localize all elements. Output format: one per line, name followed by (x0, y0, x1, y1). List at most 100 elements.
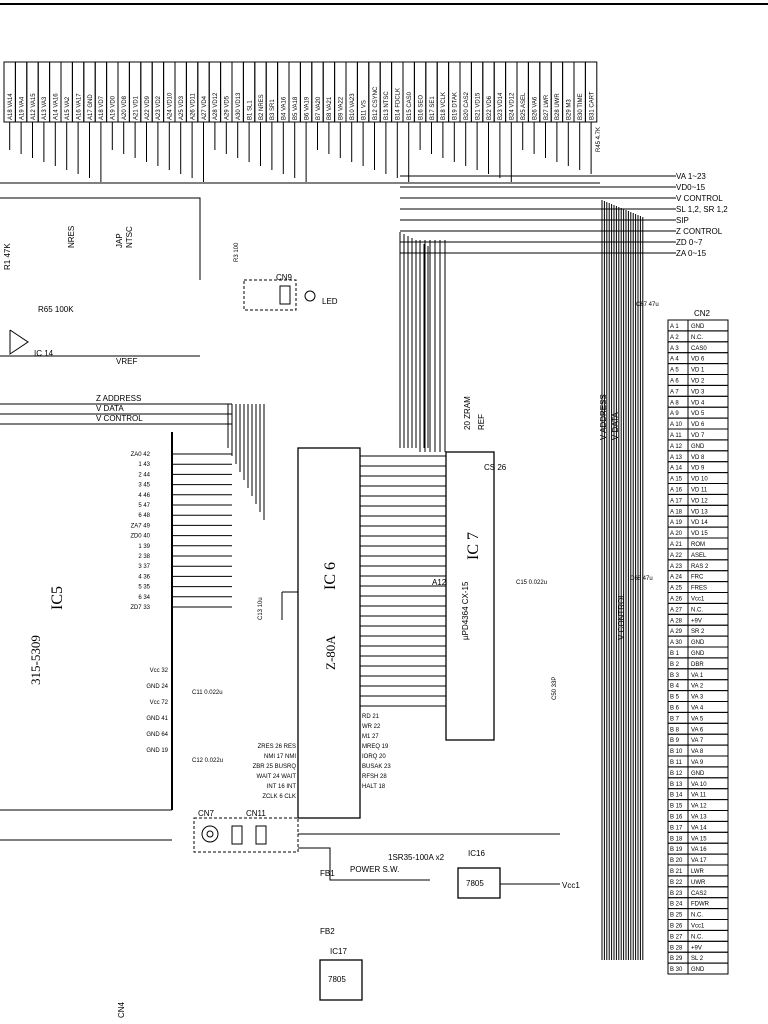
cn2-pin-id: B 21 (670, 869, 683, 875)
top-pin-label: B7 VA20 (316, 96, 322, 120)
top-pin-label: B24 VD12 (510, 92, 516, 120)
cn2-signal: VA 7 (691, 738, 704, 744)
top-pin-label: A18 VA14 (8, 93, 14, 120)
cn2-signal: VA 11 (691, 793, 707, 799)
cn2-pin-id: A 30 (670, 640, 683, 646)
ic16-part: 7805 (466, 879, 484, 888)
ic6-label: IC 6 (322, 562, 339, 590)
cn9-led: CN9 LED R3 100 (234, 242, 338, 311)
cn2-pin-id: A 3 (670, 346, 679, 352)
ic5-power-pin: Vcc 72 (150, 700, 169, 706)
ic14-label: IC 14 (34, 349, 54, 358)
cn2-title: CN2 (694, 309, 711, 318)
cn2-signal: VD 6 (691, 422, 705, 428)
cn2-pin-id: A 25 (670, 586, 683, 592)
ic5-label: IC5 (49, 586, 66, 610)
power-section: CN7 CN11 FB1 FB2 POWER S.W. 1SR35-100A x… (193, 809, 580, 1001)
top-pin-label: A12 VA15 (31, 93, 37, 120)
cn2-signal: CAS0 (691, 346, 707, 352)
cn2-pin-id: B 24 (670, 902, 683, 908)
bus-label: Z CONTROL (676, 227, 723, 236)
cn2-signal: SL 2 (691, 956, 704, 962)
r3-label: R3 100 (234, 242, 240, 262)
cn2-signal: FRC (691, 575, 704, 581)
cn2-signal: VA 2 (691, 684, 704, 690)
ic6-left-pin: ZRES 26 RES (258, 744, 296, 750)
z-address-label: Z ADDRESS (96, 394, 141, 403)
cn2-pin-id: A 24 (670, 575, 683, 581)
cn2-pin-id: A 14 (670, 466, 683, 472)
ntsc-label: NTSC (125, 226, 134, 248)
cn2-signal: GND (691, 967, 705, 973)
cn2-pin-id: B 23 (670, 891, 683, 897)
cn2-pin-id: A 26 (670, 597, 683, 603)
cn4-label: CN4 (117, 1001, 126, 1018)
top-pin-label: A13 VA3 (42, 96, 48, 120)
ic5-pin: 6 34 (138, 595, 150, 601)
ic5-pin: 1 43 (138, 462, 150, 468)
cn2-pin-id: B 25 (670, 913, 683, 919)
bus-label: VA 1~23 (676, 172, 706, 181)
cn2-signal: VA 6 (691, 727, 704, 733)
top-pin-label: A18 VD7 (99, 95, 105, 120)
cn2-pin-id: A 17 (670, 498, 683, 504)
cn2-signal: N.C. (691, 913, 703, 919)
top-pin-label: A27 VD4 (202, 95, 208, 120)
vref-label: VREF (116, 357, 137, 366)
cn2-pin-id: A 4 (670, 357, 679, 363)
cn2-signal: Vcc1 (691, 597, 705, 603)
top-pin-label: A20 VD8 (122, 95, 128, 120)
top-pin-label: A15 VA2 (65, 96, 71, 120)
cn2-pin-id: B 10 (670, 749, 683, 755)
cn2-pin-id: A 2 (670, 335, 679, 341)
cn2-pin-id: B 28 (670, 945, 683, 951)
v-address-vertical: V ADDRESS (599, 394, 608, 440)
cn2-pin-id: A 27 (670, 607, 683, 613)
ic5-pin: 2 38 (138, 554, 150, 560)
ic5-power-pin: GND 64 (146, 732, 168, 738)
ic5-pin: ZD0 40 (130, 534, 150, 540)
zram-label: 20 ZRAM (463, 396, 472, 430)
top-pin-label: B2 NRES (259, 94, 265, 120)
cn2-pin-id: A 15 (670, 477, 683, 483)
cn2-pin-id: B 1 (670, 651, 680, 657)
cn2-signal: VA 10 (691, 782, 707, 788)
power-sw-label: POWER S.W. (350, 865, 399, 874)
ic5-pin: 1 39 (138, 544, 150, 550)
ic6-right-pin: WR 22 (362, 724, 381, 730)
cn2-signal: FRES (691, 586, 707, 592)
ic6-part: Z-80A (323, 635, 338, 670)
ic5-pin: ZD7 33 (130, 605, 150, 611)
top-pin-label: B25 ASEL (521, 92, 527, 120)
bus-label: ZA 0~15 (676, 249, 707, 258)
top-pin-label: B20 CAS2 (464, 91, 470, 120)
top-pin-label: A29 VD5 (225, 95, 231, 120)
ic5-pin: 2 44 (138, 472, 150, 478)
cn2-signal: VD 8 (691, 455, 705, 461)
cn2-signal: VA 13 (691, 815, 707, 821)
cn2-signal: VA 8 (691, 749, 704, 755)
top-pin-label: B15 CAS0 (407, 91, 413, 120)
cn2-pin-id: B 26 (670, 924, 683, 930)
ic5-pin: 4 36 (138, 574, 150, 580)
cn2-signal: VA 16 (691, 847, 707, 853)
top-pin-label: B17 SE1 (430, 96, 436, 120)
c68-label: C68 47u (630, 576, 653, 582)
ic5-block: IC5 315-5309 ZA0 421 432 443 454 465 476… (0, 432, 232, 811)
a12-label: A12 (432, 578, 447, 587)
cn2-pin-id: B 14 (670, 793, 683, 799)
cn2-pin-id: A 10 (670, 422, 683, 428)
cn2-pin-id: B 27 (670, 934, 683, 940)
cn2-pin-id: B 18 (670, 836, 683, 842)
cn2-signal: VD 9 (691, 466, 705, 472)
top-pin-label: B5 VA18 (293, 96, 299, 120)
cn2-signal: VD 2 (691, 379, 705, 385)
top-pin-label: A23 VD2 (156, 95, 162, 120)
top-pin-label: B13 NTSC (384, 91, 390, 120)
cn2-pin-id: A 8 (670, 400, 679, 406)
ic6-right-pin: HALT 18 (362, 784, 386, 790)
ic5-pin: ZA7 49 (131, 523, 151, 529)
cn2-pin-id: B 15 (670, 804, 683, 810)
